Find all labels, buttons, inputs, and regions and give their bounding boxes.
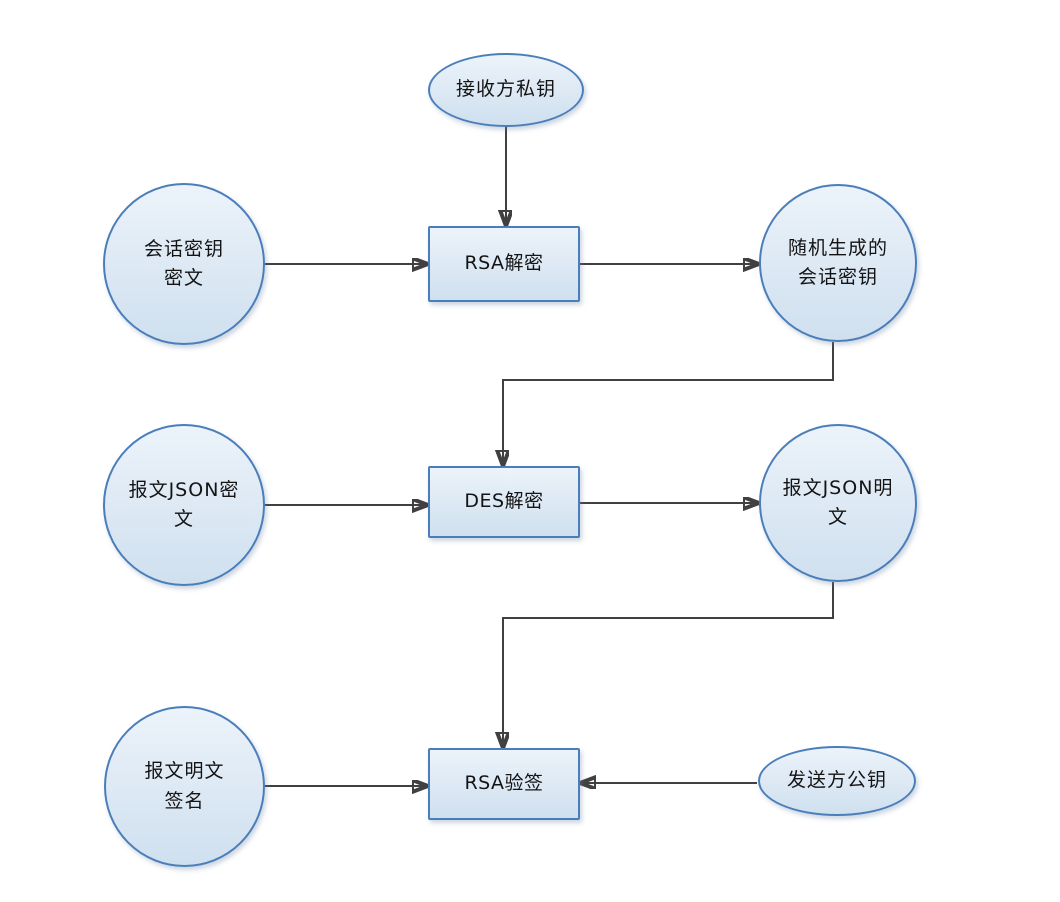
node-json-plain: 报文JSON明 文	[759, 424, 917, 582]
node-label: 报文明文 签名	[144, 760, 225, 812]
node-label: DES解密	[464, 490, 544, 513]
node-des-decrypt: DES解密	[428, 466, 580, 538]
node-session-key-cipher: 会话密钥 密文	[103, 183, 265, 345]
node-label: 随机生成的 会话密钥	[787, 236, 888, 288]
node-random-session-key: 随机生成的 会话密钥	[759, 184, 917, 342]
node-label: RSA解密	[464, 252, 544, 275]
node-json-cipher: 报文JSON密 文	[103, 424, 265, 586]
node-sender-public-key: 发送方公钥	[758, 746, 916, 816]
node-label: 发送方公钥	[786, 769, 887, 792]
node-rsa-decrypt: RSA解密	[428, 226, 580, 302]
node-label: 接收方私钥	[455, 78, 556, 101]
connector-json-plain-to-rsa-verify	[503, 582, 834, 746]
node-receiver-private-key: 接收方私钥	[428, 53, 584, 127]
node-label: 会话密钥 密文	[143, 237, 224, 289]
node-rsa-verify: RSA验签	[428, 748, 580, 820]
node-plain-signature: 报文明文 签名	[104, 706, 265, 867]
node-label: 报文JSON明 文	[782, 476, 894, 528]
node-label: RSA验签	[464, 772, 544, 795]
node-label: 报文JSON密 文	[128, 478, 240, 530]
